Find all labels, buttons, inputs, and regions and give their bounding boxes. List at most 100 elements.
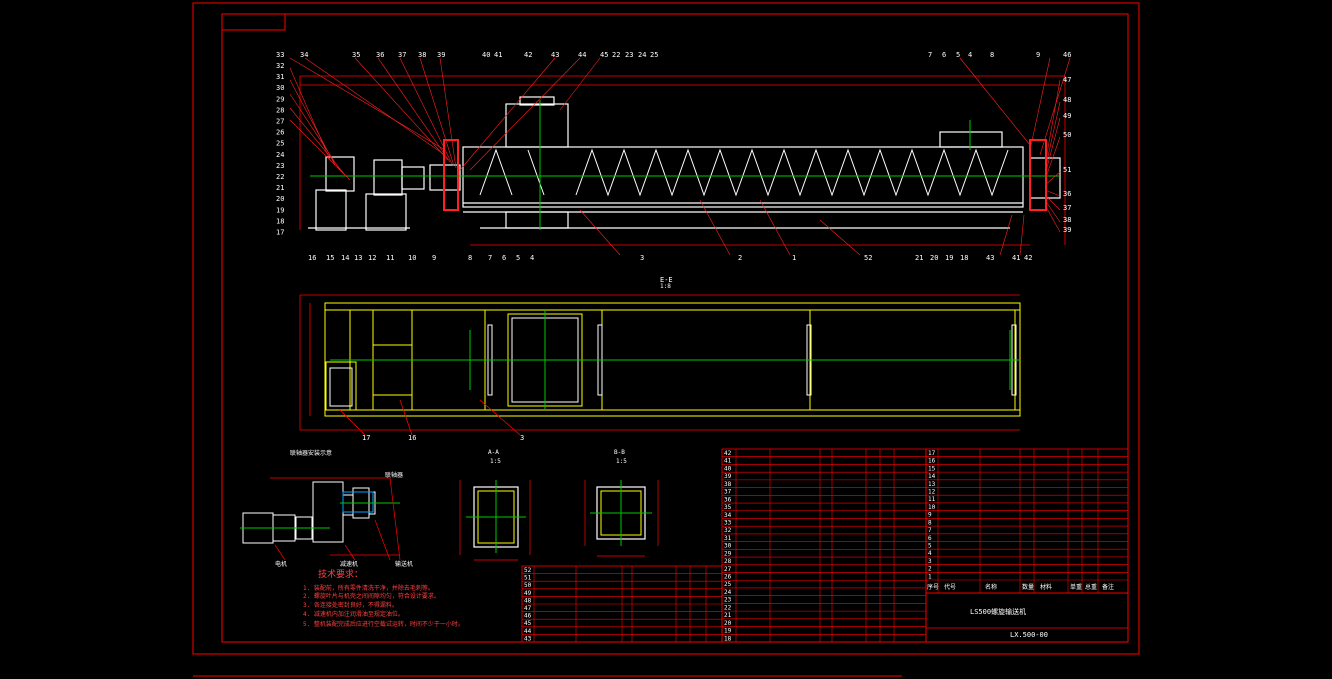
parts-row-number: 39 <box>724 473 732 480</box>
callout-number: 19 <box>276 206 284 214</box>
callout-number: 34 <box>300 51 308 59</box>
parts-row-number: 10 <box>928 504 936 511</box>
plan-view-scale: 1:8 <box>660 283 671 290</box>
callout-number: 6 <box>942 51 946 59</box>
callout-number: 26 <box>276 129 284 137</box>
callout-number: 21 <box>915 254 923 262</box>
table-header-cell: 单重 <box>1070 583 1082 591</box>
callout-number: 13 <box>354 254 362 262</box>
detail-label-motor: 电机 <box>275 560 287 568</box>
parts-row-number: 22 <box>724 604 732 611</box>
callout-number: 25 <box>650 51 658 59</box>
callout-number: 51 <box>1063 166 1071 174</box>
callout-number: 15 <box>326 254 334 262</box>
callout-number: 33 <box>276 51 284 59</box>
plan-callout-number: 17 <box>362 434 370 442</box>
table-header-cell: 总重 <box>1085 583 1097 591</box>
parts-row-number: 20 <box>724 620 732 627</box>
parts-row-number: 29 <box>724 550 732 557</box>
parts-row-number: 1 <box>928 573 932 580</box>
callout-number: 3 <box>640 254 644 262</box>
callout-number: 28 <box>276 106 284 114</box>
parts-row-number: 38 <box>724 481 732 488</box>
parts-row-number: 37 <box>724 489 732 496</box>
callout-number: 5 <box>956 51 960 59</box>
callout-number: 4 <box>968 51 972 59</box>
parts-row-number: 30 <box>724 543 732 550</box>
callout-number: 21 <box>276 184 284 192</box>
callout-number: 46 <box>1063 51 1071 59</box>
callout-number: 6 <box>502 254 506 262</box>
parts-row-number: 33 <box>724 519 732 526</box>
callout-number: 5 <box>516 254 520 262</box>
technical-requirements: 技术要求： 1. 装配前，所有零件清洗干净，并除去毛刺等。 2. 螺旋叶片与机壳… <box>303 568 464 628</box>
callout-number: 37 <box>1063 204 1071 212</box>
parts-list: 4241403938373635343332313029282726252423… <box>521 448 1129 642</box>
callout-number: 49 <box>1063 112 1071 120</box>
parts-row-number: 9 <box>928 512 932 519</box>
table-header-cell: 材料 <box>1040 583 1052 591</box>
table-header-cell: 名称 <box>985 583 997 591</box>
callout-number: 23 <box>625 51 633 59</box>
parts-row-number: 11 <box>928 496 936 503</box>
callout-number: 47 <box>1063 76 1071 84</box>
callout-number: 43 <box>986 254 994 262</box>
callout-number: 36 <box>376 51 384 59</box>
parts-row-number: 8 <box>928 519 932 526</box>
callout-number: 41 <box>494 51 502 59</box>
section-b-scale: 1:5 <box>616 458 627 465</box>
section-views: A-A 1:5 B-B 1:5 <box>459 449 659 561</box>
callout-number: 12 <box>368 254 376 262</box>
parts-row-number: 50 <box>524 582 532 589</box>
callout-number: 30 <box>276 84 284 92</box>
table-header-cell: 备注 <box>1102 583 1114 591</box>
callout-number: 20 <box>930 254 938 262</box>
callout-number: 7 <box>488 254 492 262</box>
callout-number: 23 <box>276 162 284 170</box>
parts-row-number: 44 <box>524 628 532 635</box>
parts-row-number: 19 <box>724 628 732 635</box>
tech-req-item: 2. 螺旋叶片与机壳之间间隙均匀，符合设计要求。 <box>303 592 440 600</box>
callout-number: 42 <box>524 51 532 59</box>
parts-row-number: 23 <box>724 597 732 604</box>
parts-row-number: 13 <box>928 481 936 488</box>
parts-row-number: 15 <box>928 465 936 472</box>
parts-row-number: 17 <box>928 450 936 457</box>
parts-row-number: 42 <box>724 450 732 457</box>
callout-number: 48 <box>1063 96 1071 104</box>
plan-view: E-E 1:8 <box>299 276 1021 442</box>
plan-callout-number: 3 <box>520 434 524 442</box>
callout-number: 27 <box>276 118 284 126</box>
parts-row-number: 52 <box>524 567 532 574</box>
parts-row-number: 27 <box>724 566 732 573</box>
parts-row-number: 24 <box>724 589 732 596</box>
callout-number: 39 <box>1063 226 1071 234</box>
callout-number: 8 <box>990 51 994 59</box>
coupling-detail: 联轴器安装示意 电机 减速机 输送机 联轴器 <box>240 449 413 568</box>
detail-label-reducer: 减速机 <box>340 560 358 568</box>
callout-number: 52 <box>864 254 872 262</box>
callout-number: 4 <box>530 254 534 262</box>
parts-row-number: 2 <box>928 566 932 573</box>
section-b-label: B-B <box>614 449 625 456</box>
parts-row-number: 14 <box>928 473 936 480</box>
parts-row-number: 7 <box>928 527 932 534</box>
tech-req-item: 1. 装配前，所有零件清洗干净，并除去毛刺等。 <box>303 584 434 592</box>
callout-number: 18 <box>960 254 968 262</box>
parts-row-number: 41 <box>724 458 732 465</box>
callout-number: 50 <box>1063 131 1071 139</box>
callout-number: 14 <box>341 254 349 262</box>
parts-row-number: 4 <box>928 550 932 557</box>
callout-number: 38 <box>1063 216 1071 224</box>
tech-req-item: 4. 减速机内加注润滑油至规定油位。 <box>303 610 404 618</box>
callout-number: 11 <box>386 254 394 262</box>
callout-number: 16 <box>308 254 316 262</box>
callout-number: 43 <box>551 51 559 59</box>
tech-req-title: 技术要求： <box>318 568 363 580</box>
drawing-number: LX.500-00 <box>1010 631 1048 639</box>
callout-number: 20 <box>276 195 284 203</box>
plan-callout-number: 16 <box>408 434 416 442</box>
section-a-label: A-A <box>488 449 499 456</box>
